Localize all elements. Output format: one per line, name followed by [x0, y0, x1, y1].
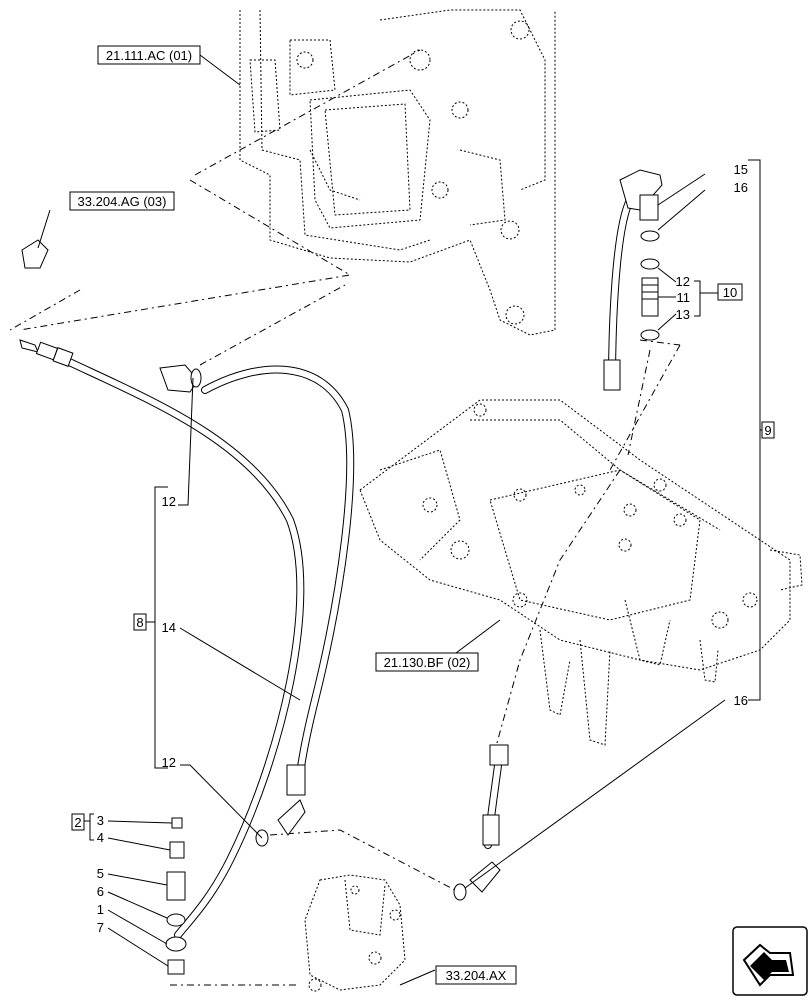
callout-11: 11 [677, 290, 691, 305]
ref-label: 21.111.AC (01) [106, 48, 192, 63]
callout-4: 4 [97, 830, 104, 845]
lower-valve-drawing [304, 874, 406, 992]
callout-16: 16 [734, 180, 748, 195]
callout-3: 3 [97, 813, 104, 828]
ref-box-33-204-ax[interactable]: 33.204.AX [435, 965, 517, 985]
assembly-lines [9, 49, 681, 986]
callout-7: 7 [97, 920, 104, 935]
callout-13: 13 [676, 307, 690, 322]
callout-15: 15 [734, 162, 748, 177]
svg-text:9: 9 [764, 423, 771, 438]
ref-label: 33.204.AG (03) [78, 194, 167, 209]
ref-box-33-204-ag[interactable]: 33.204.AG (03) [69, 191, 175, 211]
ref-label: 21.130.BF (02) [384, 655, 471, 670]
transmission-housing-drawing [239, 9, 556, 336]
next-page-arrow-icon[interactable] [732, 926, 808, 996]
group-box-8: 8 [133, 613, 147, 631]
callout-12: 12 [676, 274, 690, 289]
callout-1: 1 [97, 902, 104, 917]
fittings [19, 169, 663, 975]
callout-12: 12 [162, 755, 176, 770]
callout-numbers: 15 16 12 11 13 12 14 12 16 3 4 5 6 1 7 [97, 162, 748, 935]
svg-text:2: 2 [74, 815, 81, 830]
ref-box-21-111-ac[interactable]: 21.111.AC (01) [97, 45, 201, 65]
callout-12: 12 [162, 494, 176, 509]
callout-14: 14 [162, 620, 176, 635]
callout-5: 5 [97, 866, 104, 881]
callout-16: 16 [734, 693, 748, 708]
leader-lines [37, 54, 762, 986]
hydraulic-hoses [61, 196, 634, 939]
svg-text:10: 10 [723, 285, 737, 300]
callout-6: 6 [97, 884, 104, 899]
group-box-9: 9 [761, 421, 775, 439]
group-box-2: 2 [71, 813, 85, 831]
ref-label: 33.204.AX [446, 968, 507, 983]
svg-text:8: 8 [136, 615, 143, 630]
ref-box-21-130-bf[interactable]: 21.130.BF (02) [375, 652, 479, 672]
group-box-10: 10 [717, 283, 743, 301]
